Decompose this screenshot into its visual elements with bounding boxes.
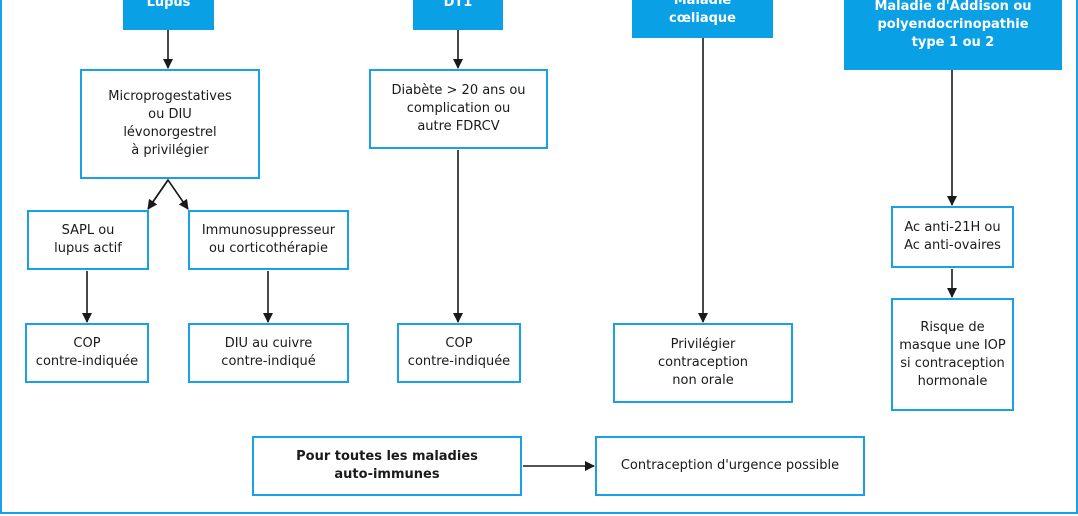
- box-toutes-maladies-auto-immunes: Pour toutes les maladies auto-immunes: [252, 436, 522, 496]
- box-sapl-lupus-actif: SAPL ou lupus actif: [27, 210, 149, 270]
- box-diabete-20-ans: Diabète > 20 ans ou complication ou autr…: [369, 69, 548, 149]
- box-immunosuppresseur: Immunosuppresseur ou corticothérapie: [188, 210, 349, 270]
- box-contraception-non-orale: Privilégier contraception non orale: [613, 323, 793, 403]
- header-maladie-coeliaque: Maladie cœliaque: [632, 0, 773, 38]
- header-maladie-addison: Maladie d'Addison ou polyendocrinopathie…: [844, 0, 1062, 70]
- box-contraception-urgence: Contraception d'urgence possible: [595, 436, 865, 496]
- box-diu-cuivre-contre-indique: DIU au cuivre contre-indiqué: [188, 323, 349, 383]
- box-ac-anti-21h: Ac anti-21H ou Ac anti-ovaires: [891, 206, 1014, 268]
- header-lupus: Lupus: [123, 0, 214, 30]
- box-cop-contre-indiquee-lupus: COP contre-indiquée: [25, 323, 149, 383]
- box-cop-contre-indiquee-dt1: COP contre-indiquée: [397, 323, 521, 383]
- fork-microprogestatives: [147, 178, 189, 210]
- box-microprogestatives: Microprogestatives ou DIU lévonorgestrel…: [80, 69, 260, 179]
- header-dt1: DT1: [413, 0, 503, 30]
- box-risque-iop: Risque de masque une IOP si contraceptio…: [891, 298, 1014, 411]
- arrow-fork-left: [147, 179, 169, 210]
